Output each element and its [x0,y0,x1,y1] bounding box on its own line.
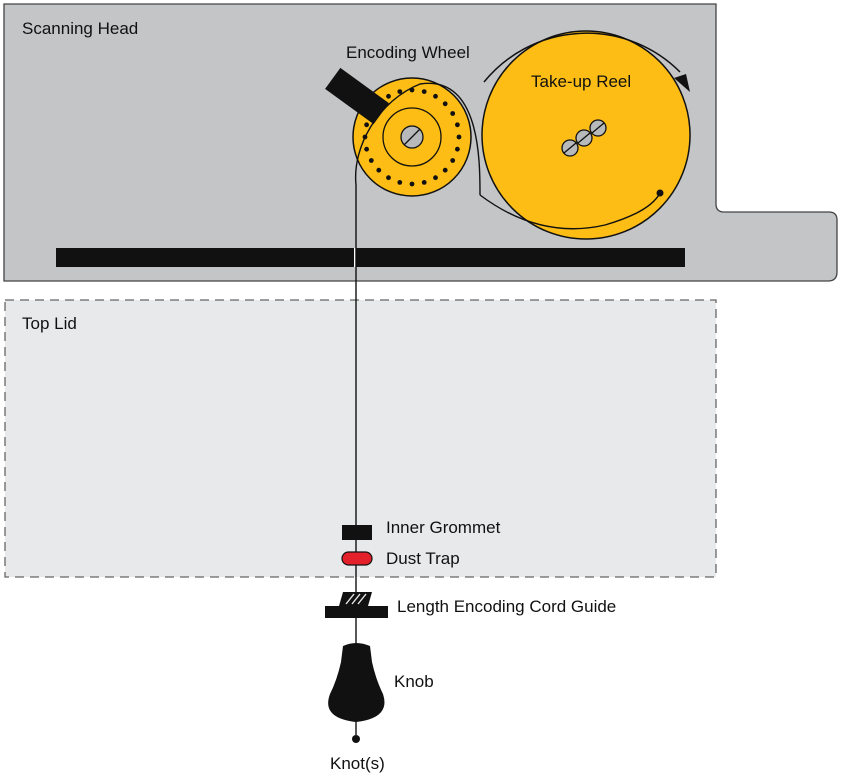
dust-trap-label: Dust Trap [386,549,460,568]
inner-grommet-label: Inner Grommet [386,518,501,537]
encoding-wheel-hole [376,167,382,173]
reel-cord-wrap [479,192,661,230]
cord-guide [325,592,388,618]
take-up-reel-label: Take-up Reel [531,72,631,91]
cord-guide-label: Length Encoding Cord Guide [397,597,616,616]
encoding-wheel-label: Encoding Wheel [346,43,470,62]
encoding-wheel-hole [455,122,460,128]
encoding-wheel-hole [442,101,448,107]
rotation-arc [483,32,681,83]
encoding-wheel-hole [386,175,391,181]
encoding-wheel-hole [450,158,456,163]
cord-slot [354,248,356,267]
encoding-wheel-hole [433,175,438,181]
encoding-wheel-dots [362,87,462,187]
encoding-wheel-hole [364,122,369,128]
encoding-wheel-hole [368,158,374,163]
encoding-wheel-hole [421,89,427,94]
encoding-wheel-hole [364,146,369,152]
inner-grommet [342,525,372,540]
encoding-wheel-hole [450,111,456,116]
encoding-wheel-hole [421,180,427,185]
encoding-wheel-hole [386,93,391,99]
dust-trap [341,551,373,566]
scanning-head-label: Scanning Head [22,19,138,38]
knob-label: Knob [394,672,434,691]
encoding-wheel-hole [433,93,438,99]
knob [328,643,385,722]
encoding-wheel-hole [442,167,448,173]
scanning-rail [56,248,685,267]
reel-cord-anchor [656,189,664,197]
encoding-wheel-hole [397,89,403,94]
encoder-sensor-block [325,67,389,125]
encoding-wheel-hole [409,181,415,187]
take-up-reel [479,30,691,240]
rotation-arrow-icon [674,74,690,92]
knot-icon [352,735,360,743]
reel-screws-icon [561,119,607,157]
knots-label: Knot(s) [330,754,385,773]
encoding-cord [354,82,481,735]
encoding-wheel-hole [456,134,462,140]
encoding-wheel-hole [397,180,403,185]
top-lid-label: Top Lid [22,314,77,333]
encoding-wheel-hole [455,146,460,152]
